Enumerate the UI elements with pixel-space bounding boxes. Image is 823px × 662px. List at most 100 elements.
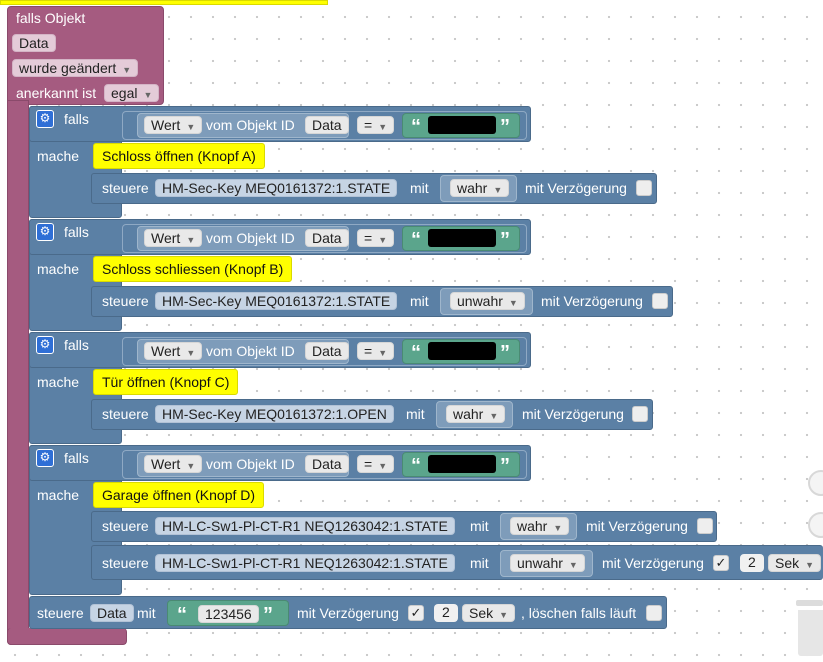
chevron-down-icon: ▼ xyxy=(553,523,563,533)
gear-icon[interactable]: ⚙ xyxy=(36,223,54,241)
chevron-down-icon: ▼ xyxy=(186,235,196,245)
chevron-down-icon: ▼ xyxy=(186,122,196,132)
delay-checkbox[interactable] xyxy=(697,518,713,534)
value-type-dropdown[interactable]: Wert ▼ xyxy=(144,229,203,247)
operator-dropdown[interactable]: =▼ xyxy=(357,455,395,473)
delay-checkbox[interactable] xyxy=(652,293,668,309)
gear-icon[interactable]: ⚙ xyxy=(36,336,54,354)
bool-dropdown[interactable]: unwahr▼ xyxy=(510,554,585,572)
chevron-down-icon: ▼ xyxy=(378,235,388,245)
value-type-dropdown[interactable]: Wert▼ xyxy=(144,455,203,473)
final-clear-checkbox[interactable] xyxy=(646,605,662,621)
if-label: falls xyxy=(64,337,89,353)
ack-label: anerkannt ist xyxy=(16,85,97,101)
with-label: mit xyxy=(470,518,489,534)
open-quote-icon: “ xyxy=(411,455,421,477)
chevron-down-icon: ▼ xyxy=(805,560,815,570)
delay-checkbox[interactable]: ✓ xyxy=(713,555,729,571)
bool-dropdown[interactable]: wahr ▼ xyxy=(510,517,570,535)
of-object-label: vom Objekt ID xyxy=(206,117,295,133)
comment-block[interactable]: Schloss öffnen (Knopf A) xyxy=(93,143,265,169)
set-label: steuere xyxy=(102,180,149,196)
redacted-value xyxy=(428,229,496,247)
state-id[interactable]: HM-Sec-Key MEQ0161372:1.STATE xyxy=(155,292,398,310)
value-type-dropdown[interactable]: Wert▼ xyxy=(144,342,203,360)
chevron-down-icon: ▼ xyxy=(143,90,153,100)
event-block-bottom xyxy=(7,628,127,645)
state-id[interactable]: HM-LC-Sw1-Pl-CT-R1 NEQ1263042:1.STATE xyxy=(155,554,455,572)
close-quote-icon: ” xyxy=(263,604,273,626)
bool-value: wahr xyxy=(457,180,488,196)
with-label: mit xyxy=(410,293,429,309)
gear-icon[interactable]: ⚙ xyxy=(36,449,54,467)
event-condition-dropdown[interactable]: wurde geändert ▼ xyxy=(12,59,139,77)
event-object-id[interactable]: Data xyxy=(12,34,56,52)
bool-value: wahr xyxy=(453,406,484,422)
if-label: falls xyxy=(64,224,89,240)
trash-icon[interactable] xyxy=(796,600,823,658)
chevron-down-icon: ▼ xyxy=(122,65,132,75)
of-object-label: vom Objekt ID xyxy=(206,343,295,359)
object-ref[interactable]: Data xyxy=(305,229,349,247)
final-with-label: mit xyxy=(137,605,156,621)
gear-icon[interactable]: ⚙ xyxy=(36,110,54,128)
delay-label: mit Verzögerung xyxy=(522,406,624,422)
chevron-down-icon: ▼ xyxy=(493,185,503,195)
delay-label: mit Verzögerung xyxy=(586,518,688,534)
delay-unit-text: Sek xyxy=(775,555,800,571)
final-set-block[interactable] xyxy=(29,596,667,629)
final-delay-value[interactable]: 2 xyxy=(434,604,458,622)
redacted-value xyxy=(428,116,496,134)
object-ref[interactable]: Data xyxy=(305,116,349,134)
chevron-down-icon: ▼ xyxy=(489,411,499,421)
state-id[interactable]: HM-Sec-Key MEQ0161372:1.STATE xyxy=(155,179,398,197)
operator-text: = xyxy=(364,117,373,133)
operator-dropdown[interactable]: =▼ xyxy=(357,342,395,360)
delay-unit-dropdown[interactable]: Sek ▼ xyxy=(768,554,822,572)
state-id[interactable]: HM-Sec-Key MEQ0161372:1.OPEN xyxy=(155,405,394,423)
final-value-input[interactable]: 123456 xyxy=(198,605,259,623)
open-quote-icon: “ xyxy=(411,116,421,138)
bool-dropdown[interactable]: wahr ▼ xyxy=(450,179,510,197)
open-quote-icon: “ xyxy=(177,604,187,626)
final-clear-label: , löschen falls läuft xyxy=(521,605,637,621)
ack-value: egal xyxy=(111,85,138,101)
delay-value-input[interactable]: 2 xyxy=(740,554,764,572)
value-type-text: Wert xyxy=(151,230,181,246)
close-quote-icon: ” xyxy=(500,116,510,138)
set-label: steuere xyxy=(102,555,149,571)
operator-dropdown[interactable]: =▼ xyxy=(357,116,395,134)
value-type-dropdown[interactable]: Wert▼ xyxy=(144,116,203,134)
chevron-down-icon: ▼ xyxy=(186,348,196,358)
if-label: falls xyxy=(64,450,89,466)
set-label: steuere xyxy=(102,518,149,534)
comment-block[interactable]: Garage öffnen (Knopf D) xyxy=(93,482,265,508)
delay-checkbox[interactable] xyxy=(632,406,648,422)
do-label: mache xyxy=(37,374,80,390)
comment-block[interactable]: Tür öffnen (Knopf C) xyxy=(93,369,239,395)
do-label: mache xyxy=(37,261,80,277)
zoom-in-icon[interactable] xyxy=(808,512,823,538)
final-target[interactable]: Data xyxy=(90,604,134,622)
comment-block[interactable]: Schloss schliessen (Knopf B) xyxy=(93,256,293,282)
state-id[interactable]: HM-LC-Sw1-Pl-CT-R1 NEQ1263042:1.STATE xyxy=(155,517,455,535)
redacted-value xyxy=(428,342,496,360)
with-label: mit xyxy=(470,555,489,571)
object-ref[interactable]: Data xyxy=(305,342,349,360)
zoom-reset-icon[interactable] xyxy=(808,470,823,496)
bool-dropdown[interactable]: unwahr▼ xyxy=(450,292,525,310)
final-delay-checkbox[interactable]: ✓ xyxy=(408,605,424,621)
object-ref[interactable]: Data xyxy=(305,455,349,473)
bool-value: unwahr xyxy=(457,293,503,309)
open-quote-icon: “ xyxy=(411,229,421,251)
operator-dropdown[interactable]: =▼ xyxy=(357,229,395,247)
close-quote-icon: ” xyxy=(500,229,510,251)
ack-dropdown[interactable]: egal ▼ xyxy=(104,84,160,102)
bool-dropdown[interactable]: wahr ▼ xyxy=(446,405,506,423)
final-delay-unit-dropdown[interactable]: Sek▼ xyxy=(462,604,516,622)
event-condition-text: wurde geändert xyxy=(19,60,117,76)
delay-checkbox[interactable] xyxy=(636,180,652,196)
set-state-block[interactable] xyxy=(91,545,823,580)
chevron-down-icon: ▼ xyxy=(378,461,388,471)
bool-value: wahr xyxy=(517,518,548,534)
